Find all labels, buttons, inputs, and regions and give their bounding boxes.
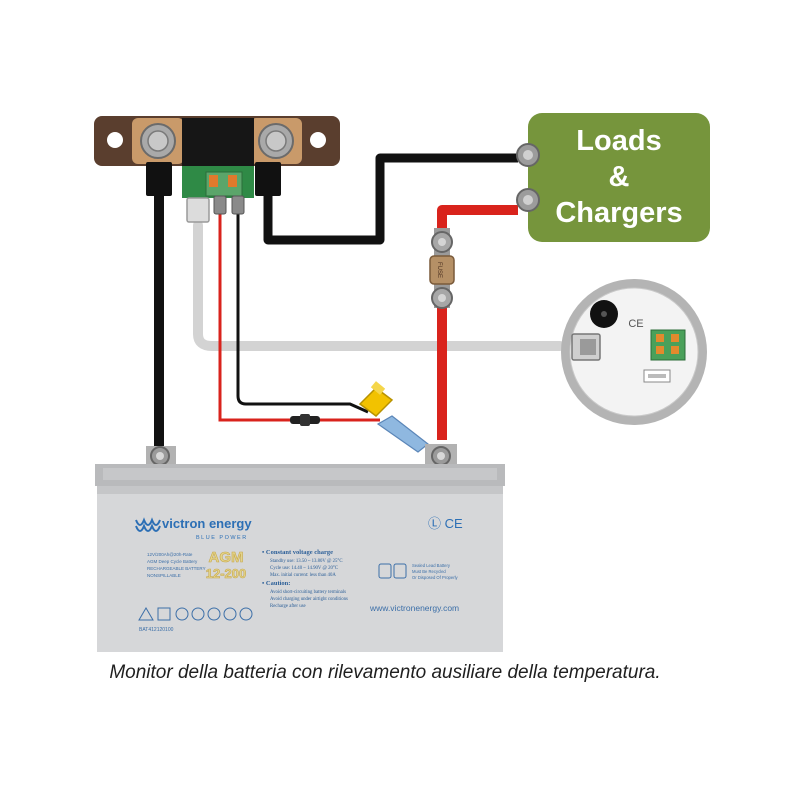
battery-warning-icons: [138, 607, 253, 621]
monitor-ce-mark: CE: [628, 318, 643, 330]
battery-part-number: BAT412120100: [139, 627, 174, 633]
charge-line-1: Standby use: 13.50 ~ 13.80V @ 25°C: [270, 559, 343, 564]
aux-red-wire: [218, 210, 292, 422]
temperature-sensor-cable: [193, 220, 565, 351]
positive-main-wire-upper: [437, 205, 518, 250]
chargers-label: Chargers: [555, 197, 682, 229]
shunt-mount-hole-right: [310, 132, 326, 148]
charge-line-3: Max. initial current: less than 40A: [270, 573, 336, 578]
victron-logo: [135, 517, 161, 532]
battery-type: AGM: [209, 549, 244, 566]
loads-negative-terminal: [516, 143, 540, 167]
battery-spec-line-1: 12V/200Ah@20h-Rate: [147, 552, 193, 557]
ampersand-label: &: [609, 161, 630, 193]
battery-website: www.victronenergy.com: [369, 603, 459, 613]
battery-spec-line-2: AGM Deep Cycle Battery: [147, 559, 198, 564]
inline-fuse: [290, 414, 320, 426]
shunt: [94, 116, 340, 223]
caution-line-2: Avoid charging under airtight conditions: [270, 597, 348, 602]
recycle-line-3: Or Disposed Of Properly: [412, 575, 459, 580]
battery-brand: victron energy: [162, 516, 252, 531]
fuse-label: FUSE: [436, 262, 442, 278]
caution-line-1: Avoid short-circuiting battery terminals: [270, 590, 346, 595]
blue-ring-connector: [376, 415, 429, 453]
loads-label: Loads: [576, 125, 661, 157]
loads-positive-terminal: [516, 188, 540, 212]
caution-line-3: Recharge after use: [270, 604, 306, 609]
caution-title: • Caution:: [262, 580, 290, 587]
aux-black-wire: [236, 210, 369, 414]
recycle-line-2: Must Be Recycled: [412, 569, 446, 574]
charge-title: • Constant voltage charge: [262, 549, 333, 556]
main-fuse: FUSE: [429, 228, 455, 309]
battery-model: 12-200: [206, 566, 246, 581]
charge-line-2: Cycle use: 14.40 ~ 14.90V @ 20°C: [270, 566, 338, 571]
battery: [95, 444, 505, 652]
negative-load-wire: [263, 153, 518, 245]
battery-spec-line-4: NONSPILLABLE: [147, 573, 181, 578]
figure-caption: Monitor della batteria con rilevamento a…: [109, 662, 661, 683]
battery-spec-line-3: RECHARGEABLE BATTERY: [147, 566, 206, 571]
recycle-symbols: [378, 563, 407, 579]
shunt-mount-hole-left: [107, 132, 123, 148]
loads-chargers-box: Loads & Chargers: [528, 113, 710, 242]
battery-cert-marks: Ⓛ CE: [428, 516, 463, 531]
battery-monitor: CE: [561, 279, 707, 425]
battery-brand-sub: BLUE POWER: [196, 535, 248, 541]
yellow-spade-connector: [358, 381, 394, 417]
recycle-line-1: Sealed Lead Battery: [412, 563, 451, 568]
